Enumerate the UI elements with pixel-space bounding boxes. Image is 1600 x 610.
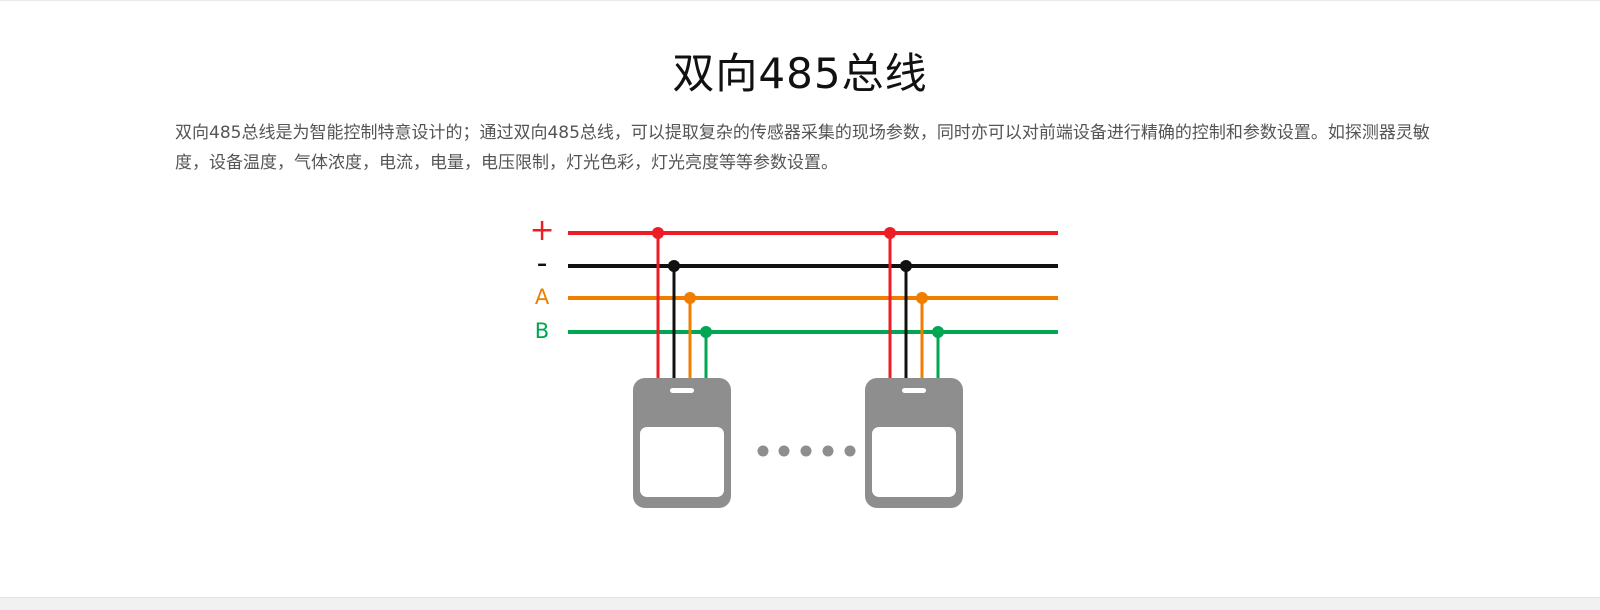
bus-label-b: B: [535, 319, 549, 343]
ellipsis-dot: [778, 445, 790, 457]
device-1-icon: [633, 378, 731, 508]
junction-dot: [700, 326, 712, 338]
junction-dot: [884, 227, 896, 239]
junction-dot: [916, 292, 928, 304]
junction-dot: [668, 260, 680, 272]
bus-label-a: A: [535, 285, 550, 309]
ellipsis-dot: [800, 445, 812, 457]
device-1-taps: [652, 227, 712, 380]
top-divider: [0, 0, 1600, 1]
device-2-taps: [884, 227, 944, 380]
ellipsis-dots: [757, 445, 856, 457]
bus-label-positive: +: [530, 215, 555, 248]
ellipsis-dot: [757, 445, 769, 457]
junction-dot: [900, 260, 912, 272]
bottom-divider: [0, 597, 1600, 610]
ellipsis-dot: [844, 445, 856, 457]
rs485-bus-diagram: + - A B: [530, 215, 1058, 508]
junction-dot: [652, 227, 664, 239]
junction-dot: [684, 292, 696, 304]
device-2-icon: [865, 378, 963, 508]
page-title: 双向485总线: [672, 49, 928, 98]
bus-label-negative: -: [537, 246, 548, 281]
junction-dot: [932, 326, 944, 338]
page-description: 双向485总线是为智能控制特意设计的；通过双向485总线，可以提取复杂的传感器采…: [175, 123, 1430, 173]
ellipsis-dot: [822, 445, 834, 457]
